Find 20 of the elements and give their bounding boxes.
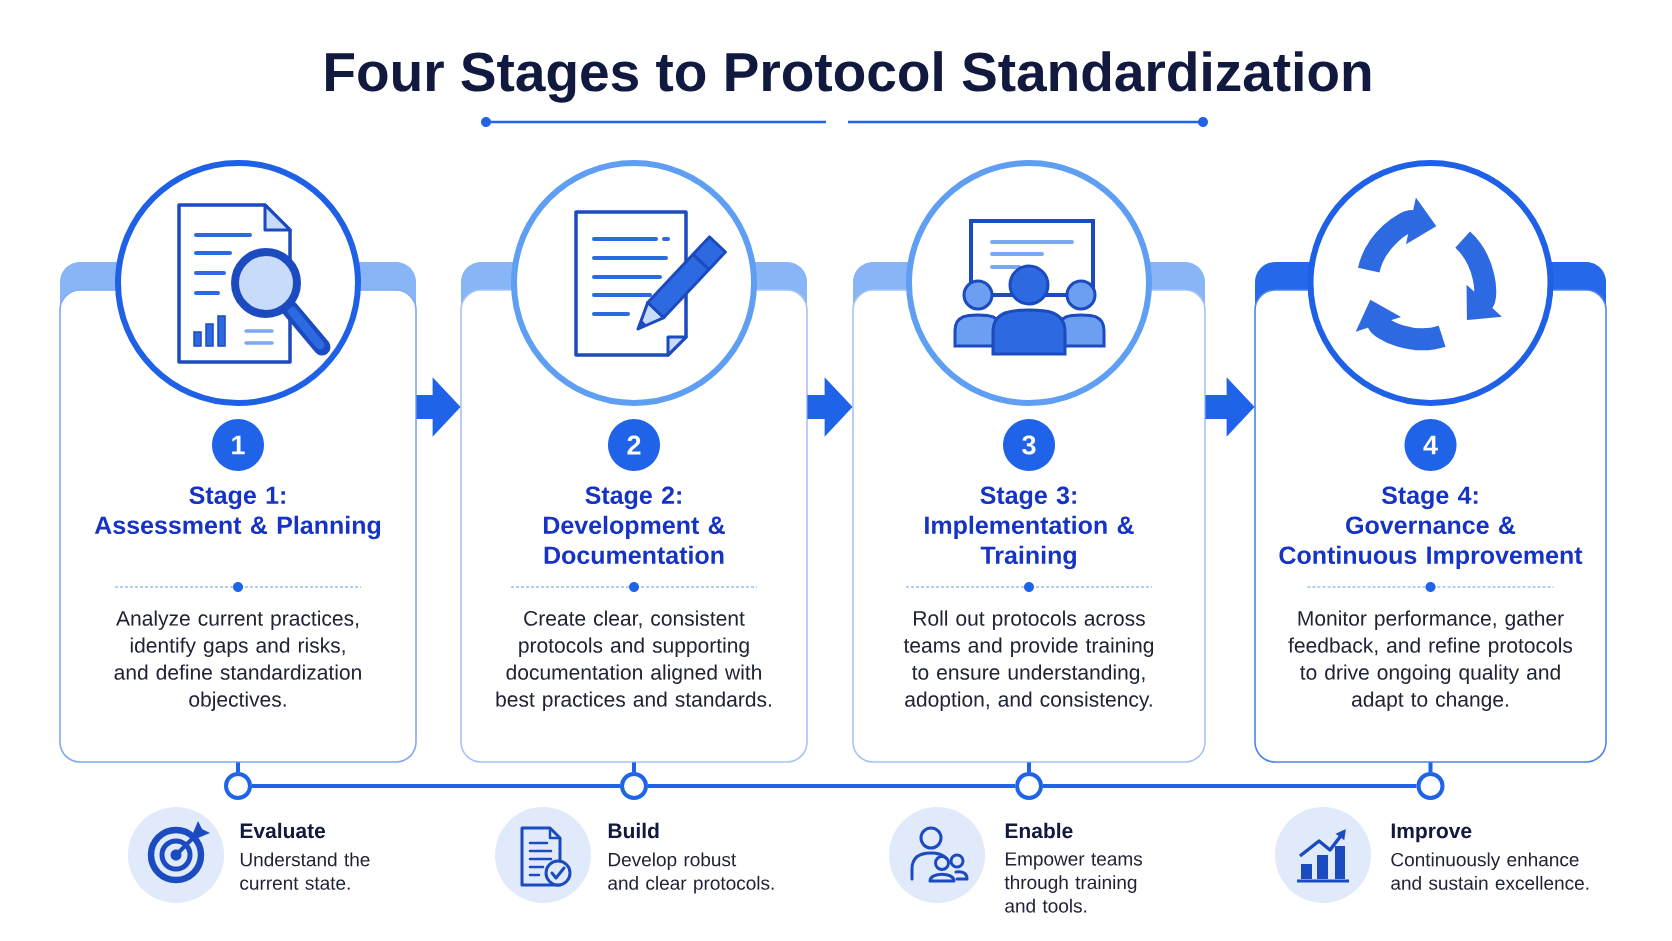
connector-line [632,762,636,772]
timeline-dot [224,772,252,800]
connector-line [1027,762,1031,772]
connector-line [1428,762,1433,772]
item-title: Evaluate [240,822,326,839]
timeline-dot [1416,772,1445,800]
timeline-dot [620,772,648,800]
item-title: Improve [1391,823,1472,843]
item-description: Empower teams through training and tools. [1004,852,1142,913]
connector-line [236,762,240,772]
timeline-dot [1015,772,1043,800]
timeline-line [1043,784,1417,788]
title: Four Stages to Protocol Standardization [326,51,1371,103]
timeline-line [252,784,620,788]
item-title: Build [608,822,659,839]
timeline-line [648,784,1015,788]
item-description: Understand the current state. [240,852,370,890]
item-description: Develop robust and clear protocols. [608,852,774,894]
item-description: Continuously enhance and sustain excellence. [1391,852,1589,890]
item-title: Enable [1005,822,1073,839]
